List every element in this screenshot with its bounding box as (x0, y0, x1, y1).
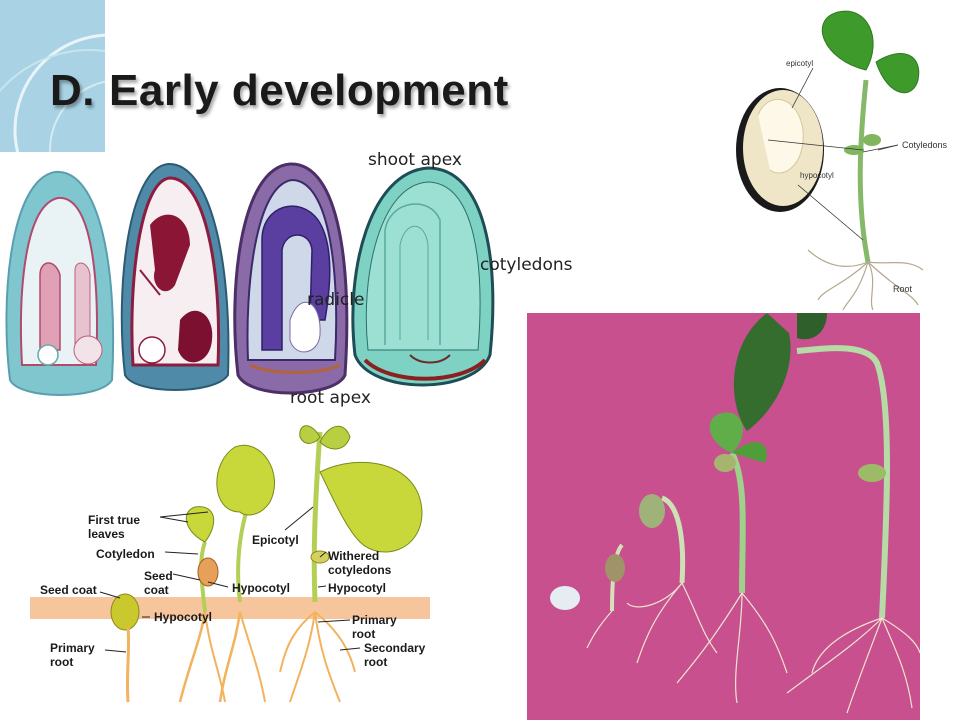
page-title: D. Early development (50, 66, 523, 116)
photo-label-cotyledons: Cotyledons (902, 140, 948, 150)
embryo-stage-2 (120, 162, 230, 391)
diagram-label-seed-coat-2: coat (144, 583, 169, 597)
photo-label-epicotyl: epicotyl (786, 59, 813, 68)
seedling-photo: epicotyl Cotyledons hypocotyl Root (728, 0, 960, 311)
diagram-label-hypocotyl-mid: Hypocotyl (232, 581, 290, 595)
photo-label-root: Root (893, 284, 913, 294)
diagram-label-hypocotyl-left: Hypocotyl (154, 610, 212, 624)
germination-photo (527, 313, 921, 720)
diagram-label-withered-cotyledons-2: cotyledons (328, 563, 392, 577)
diagram-label-cotyledon: Cotyledon (96, 547, 155, 561)
title-text: Early development (109, 66, 509, 115)
diagram-label-first-true-leaves: First true (88, 513, 140, 527)
diagram-label-primary-root-right: Primary (352, 613, 397, 627)
diagram-label-primary-root-right-2: root (352, 627, 375, 641)
label-shoot-apex: shoot apex (368, 150, 462, 170)
diagram-label-seed-coat: Seed (144, 569, 173, 583)
embryo-stage-3 (233, 162, 349, 395)
diagram-label-epicotyl: Epicotyl (252, 533, 299, 547)
diagram-label-withered-cotyledons: Withered (328, 549, 379, 563)
title-letter: D. (50, 66, 95, 115)
label-root-apex: root apex (290, 388, 371, 408)
diagram-label-secondary-root: Secondary (364, 641, 426, 655)
diagram-label-hypocotyl-right: Hypocotyl (328, 581, 386, 595)
label-radicle: radicle (307, 290, 365, 310)
diagram-label-primary-root-left-2: root (50, 655, 73, 669)
label-cotyledons: cotyledons (480, 255, 573, 275)
germination-diagram: First true leaves Cotyledon Seed coat Se… (30, 412, 430, 710)
embryo-stage-4 (351, 166, 495, 387)
diagram-label-primary-root-left: Primary (50, 641, 95, 655)
embryo-sections-image (0, 150, 500, 410)
diagram-label-secondary-root-2: root (364, 655, 387, 669)
decorative-corner (0, 0, 105, 152)
photo-label-hypocotyl: hypocotyl (800, 171, 834, 180)
diagram-label-first-true-leaves-2: leaves (88, 527, 125, 541)
embryo-stage-1 (5, 170, 115, 396)
diagram-label-seed-coat-left: Seed coat (40, 583, 97, 597)
